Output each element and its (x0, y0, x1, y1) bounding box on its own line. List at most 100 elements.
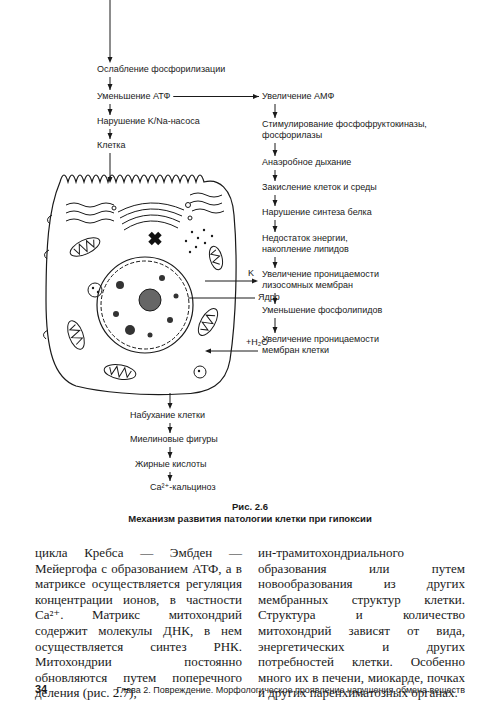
arrow-head (168, 452, 173, 458)
water-arrow-head (205, 349, 211, 354)
step-text: Нарушение синтеза белка (262, 207, 372, 218)
step-text: Недостаток энергии, накопление липидов (262, 233, 368, 255)
flow-step: Жирные кислоты (135, 459, 207, 470)
flow-step: Анаэробное дыхание (262, 157, 351, 168)
arrow-head (108, 109, 113, 115)
mitochondrion-cristae (68, 324, 84, 345)
flow-step: Увеличение проницаемости мембран клетки (262, 334, 390, 356)
part-label: Ядро (258, 292, 280, 303)
mitochondrion (64, 319, 87, 352)
step-text: Увеличение проницаемости мембран клетки (262, 334, 390, 356)
flow-arrow (273, 220, 278, 232)
mitochondrion-membrane (194, 306, 221, 339)
arrow-line (170, 447, 171, 458)
chromatin (174, 294, 179, 299)
endoplasmic-reticulum (66, 203, 114, 223)
flow-arrow (108, 77, 113, 90)
arrow-head (108, 133, 113, 139)
flow-step: Увеличение проницаемости лизосомных мемб… (262, 269, 390, 291)
flow-arrow (273, 195, 278, 206)
arrow-line (173, 96, 259, 97)
mitochondrion (207, 245, 225, 271)
mitochondrion-cristae (108, 365, 131, 379)
chromatin (167, 317, 173, 323)
flow-arrow (273, 143, 278, 156)
step-text: Уменьшение фосфолипидов (262, 305, 382, 316)
flow-arrow (168, 447, 173, 458)
arrow-line (275, 143, 276, 156)
cell-membrane (46, 175, 236, 395)
step-text: Ca²⁺-кальциноз (150, 482, 216, 493)
arrow-head (273, 175, 278, 181)
mitochondrion (68, 234, 103, 260)
arrow-head (273, 226, 278, 232)
arrow-head (273, 150, 278, 156)
step-text: Набухание клетки (130, 410, 205, 421)
flow-step: Уменьшение АТФ (97, 91, 170, 102)
mitochondrion (103, 362, 137, 381)
mitochondrion-cristae (210, 249, 222, 266)
flow-step: Ослабление фосфорилизации (97, 64, 225, 75)
step-text: Ослабление фосфорилизации (97, 64, 225, 75)
arrow-line (275, 318, 276, 333)
mitochondrion-membrane (207, 245, 225, 271)
ribosome (189, 251, 191, 253)
flow-arrow (108, 104, 113, 115)
step-text: Уменьшение АТФ (97, 91, 170, 102)
chromatin (148, 333, 153, 338)
entry-arrow-head (108, 57, 113, 63)
chromatin (113, 311, 119, 317)
arrow-head (273, 327, 278, 333)
ribosome (211, 235, 213, 237)
flow-arrow (273, 257, 278, 268)
arrow-head (273, 112, 278, 118)
endoplasmic-reticulum (190, 193, 224, 213)
flow-arrow (273, 170, 278, 181)
mitochondrion-membrane (68, 234, 103, 260)
step-text: Жирные кислоты (135, 459, 207, 470)
mitochondrion-cristae (199, 312, 217, 333)
arrow-line (110, 129, 111, 139)
line-art (43, 0, 258, 409)
flow-step: Клетка (97, 140, 125, 151)
step-text: Анаэробное дыхание (262, 157, 351, 168)
entry-arrow-line (110, 0, 111, 58)
arrow-line (275, 220, 276, 232)
golgi-complex (118, 203, 184, 230)
arrow-line (170, 472, 171, 481)
figure-caption: Механизм развития патологии клетки при г… (0, 513, 500, 525)
step-text: Клетка (97, 140, 125, 151)
lysosome-granule (198, 370, 200, 372)
swelling-arrow-head (168, 403, 173, 409)
mitochondrion-cristae (73, 238, 97, 256)
ion-label: K (248, 268, 254, 279)
centriole (148, 232, 161, 245)
flow-step: Ca²⁺-кальциноз (150, 482, 216, 493)
step-text: Закисление клеток и среды (262, 182, 377, 193)
running-footer: Глава 2. Повреждение. Морфологическое пр… (110, 685, 465, 696)
arrow-line (110, 77, 111, 90)
flow-step: Закисление клеток и среды (262, 182, 377, 193)
arrow-line (275, 257, 276, 268)
ribosome (195, 246, 197, 248)
step-text: Нарушение K/Na-насоса (97, 116, 200, 127)
lysosome (88, 283, 102, 297)
lysosome-granule (97, 291, 99, 293)
flow-arrow (108, 129, 113, 139)
step-text: Стимулирование фосфофруктокиназы, фосфор… (262, 119, 434, 141)
potassium-arrow-line (205, 281, 253, 282)
flow-arrow (168, 423, 173, 433)
arrow-line (275, 104, 276, 118)
mitochondrion (194, 306, 221, 339)
flow-step: Нарушение K/Na-насоса (97, 116, 200, 127)
arrow-head (273, 262, 278, 268)
ribosome (185, 240, 187, 242)
flow-arrow (273, 318, 278, 333)
centriole (148, 232, 161, 245)
mitochondrion-membrane (64, 319, 87, 352)
flow-step: Стимулирование фосфофруктокиназы, фосфор… (262, 119, 434, 141)
flow-step: Уменьшение фосфолипидов (262, 305, 382, 316)
arrow-head (168, 475, 173, 481)
figure-number: Рис. 2.6 (0, 501, 500, 513)
